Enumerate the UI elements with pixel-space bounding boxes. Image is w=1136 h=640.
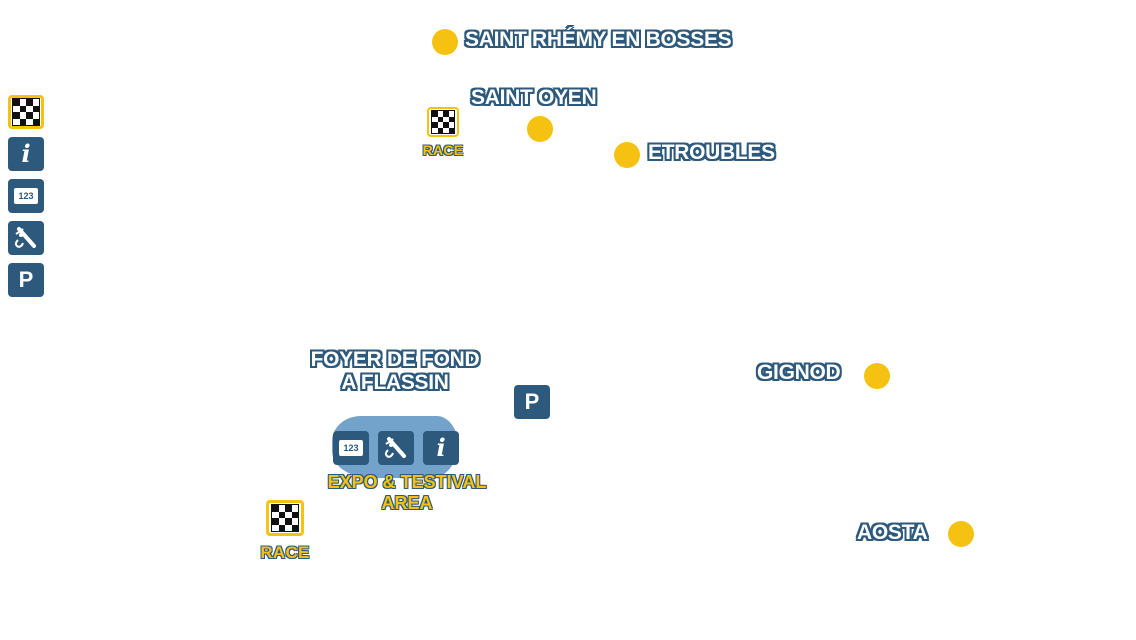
venue-label-foyer-line2: A FLASSIN xyxy=(341,371,449,394)
info-icon: i xyxy=(21,139,31,168)
race-marker-north[interactable] xyxy=(427,107,459,137)
race-marker-south[interactable] xyxy=(266,500,304,536)
race-label-south: RACE xyxy=(260,543,310,562)
info-icon: i xyxy=(436,433,446,462)
parking-icon: P xyxy=(524,389,540,414)
town-dot-saint-oyen[interactable] xyxy=(527,116,553,142)
town-dot-saint-rhemy[interactable] xyxy=(432,29,458,55)
venue-label-expo: EXPO & TESTIVAL AREA xyxy=(318,472,496,514)
venue-label-expo-line1: EXPO & TESTIVAL xyxy=(327,472,487,492)
race-flag-icon xyxy=(431,110,455,134)
town-dot-aosta[interactable] xyxy=(948,521,974,547)
town-label-etroubles: ETROUBLES xyxy=(648,141,775,164)
race-flag-icon xyxy=(12,98,40,126)
venue-label-expo-line2: AREA xyxy=(381,493,433,513)
legend-race-button[interactable] xyxy=(8,95,44,129)
waxing-marker[interactable] xyxy=(378,431,414,465)
venue-label-foyer: FOYER DE FOND A FLASSIN xyxy=(300,348,490,394)
map-legend: i 123 P xyxy=(8,95,46,305)
waxing-icon xyxy=(384,437,406,458)
legend-bib-button[interactable]: 123 xyxy=(8,179,44,213)
town-dot-gignod[interactable] xyxy=(864,363,890,389)
town-label-gignod: GIGNOD xyxy=(757,361,841,384)
parking-icon: P xyxy=(18,267,34,292)
legend-waxing-button[interactable] xyxy=(8,221,44,255)
race-flag-icon xyxy=(271,504,299,532)
info-marker[interactable]: i xyxy=(423,431,459,465)
race-label-north: RACE xyxy=(422,142,464,158)
town-dot-etroubles[interactable] xyxy=(614,142,640,168)
bib-number-icon: 123 xyxy=(14,188,38,204)
town-label-aosta: AOSTA xyxy=(857,521,928,544)
parking-marker[interactable]: P xyxy=(514,385,550,419)
town-label-saint-oyen: SAINT OYEN xyxy=(471,86,597,109)
legend-parking-button[interactable]: P xyxy=(8,263,44,297)
venue-label-foyer-line1: FOYER DE FOND xyxy=(310,348,480,371)
bib-number-icon: 123 xyxy=(339,440,363,456)
bib-marker[interactable]: 123 xyxy=(333,431,369,465)
waxing-icon xyxy=(14,227,36,248)
legend-info-button[interactable]: i xyxy=(8,137,44,171)
town-label-saint-rhemy: SAINT RHÉMY EN BOSSES xyxy=(465,28,732,51)
